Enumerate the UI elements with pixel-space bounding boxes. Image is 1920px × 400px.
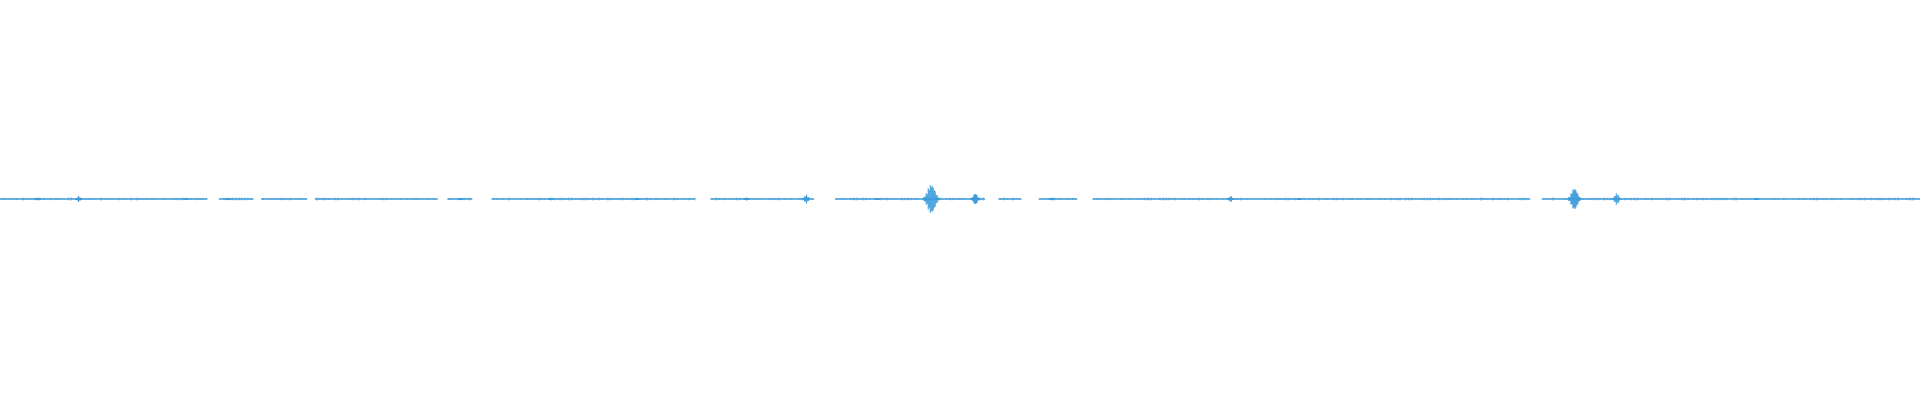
waveform-gap xyxy=(1530,197,1542,201)
waveform-burst xyxy=(1567,188,1582,210)
waveform-burst xyxy=(1049,198,1055,200)
waveform-burst xyxy=(743,197,750,201)
waveform-gaps xyxy=(207,197,1542,201)
waveform-burst xyxy=(1754,198,1759,200)
waveform-burst xyxy=(548,198,554,200)
waveform-burst xyxy=(970,193,980,205)
waveform-burst xyxy=(802,194,811,204)
waveform-burst xyxy=(874,198,880,200)
waveform-bursts xyxy=(1,185,1920,213)
waveform-gap xyxy=(695,197,711,201)
waveform-gap xyxy=(984,197,999,201)
waveform-burst xyxy=(75,196,83,202)
waveform-gap xyxy=(307,197,315,201)
waveform-burst xyxy=(35,197,42,201)
waveform-gap xyxy=(437,197,448,201)
waveform-gap xyxy=(253,197,262,201)
waveform-burst xyxy=(225,197,232,201)
waveform-burst xyxy=(634,197,640,201)
waveform-burst xyxy=(183,197,189,201)
waveform-burst xyxy=(922,185,940,213)
waveform-burst xyxy=(1611,193,1621,205)
waveform-gap xyxy=(207,197,219,201)
waveform-gap xyxy=(472,197,492,201)
waveform-burst xyxy=(457,197,463,201)
waveform-gap xyxy=(814,197,836,201)
waveform-burst xyxy=(1296,197,1302,201)
waveform-gap xyxy=(1021,197,1039,201)
waveform-gap xyxy=(1077,197,1093,201)
waveform-burst xyxy=(1226,196,1234,202)
